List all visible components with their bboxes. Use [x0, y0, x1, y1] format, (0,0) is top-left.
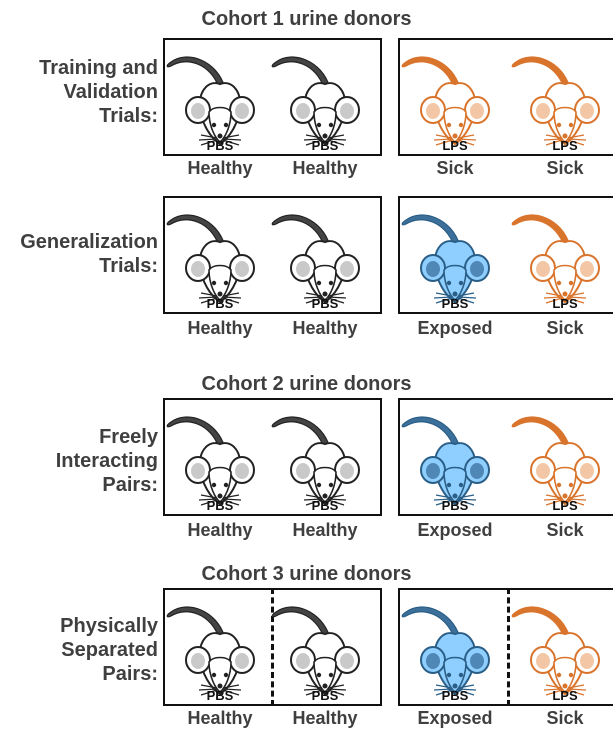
condition-label: Healthy: [292, 158, 358, 178]
mouse-white-icon: [165, 590, 275, 705]
mouse-blue-icon: [400, 400, 510, 515]
treatment-label: LPS: [552, 688, 578, 703]
condition-label: Sick: [546, 158, 584, 178]
mouse-orange-icon: [510, 198, 613, 313]
mouse-white-icon: [165, 40, 275, 155]
condition-label: Exposed: [417, 520, 493, 540]
treatment-label: PBS: [206, 296, 234, 311]
condition-label: Healthy: [292, 708, 358, 728]
condition-label: Healthy: [292, 520, 358, 540]
condition-label: Healthy: [187, 318, 253, 338]
treatment-label: PBS: [206, 688, 234, 703]
mouse-white-icon: [270, 400, 380, 515]
treatment-label: PBS: [311, 138, 339, 153]
treatment-label: PBS: [311, 498, 339, 513]
cohort-1-header: Cohort 1 urine donors: [201, 8, 412, 30]
condition-label: Healthy: [187, 708, 253, 728]
treatment-label: PBS: [311, 688, 339, 703]
separation-divider-right: [507, 588, 510, 706]
mouse-white-icon: [165, 198, 275, 313]
treatment-label: LPS: [552, 296, 578, 311]
condition-label: Exposed: [417, 318, 493, 338]
cohort-2-header: Cohort 2 urine donors: [201, 373, 412, 395]
condition-label: Sick: [546, 318, 584, 338]
mouse-white-icon: [165, 400, 275, 515]
condition-label: Healthy: [187, 158, 253, 178]
treatment-label: PBS: [441, 498, 469, 513]
condition-label: Sick: [546, 520, 584, 540]
condition-label: Exposed: [417, 708, 493, 728]
treatment-label: PBS: [206, 138, 234, 153]
mouse-blue-icon: [400, 590, 510, 705]
treatment-label: PBS: [311, 296, 339, 311]
treatment-label: PBS: [206, 498, 234, 513]
condition-label: Sick: [546, 708, 584, 728]
treatment-label: LPS: [552, 498, 578, 513]
mouse-orange-icon: [510, 40, 613, 155]
treatment-label: PBS: [441, 688, 469, 703]
condition-label: Sick: [436, 158, 474, 178]
mouse-orange-icon: [510, 400, 613, 515]
mouse-orange-icon: [400, 40, 510, 155]
mouse-white-icon: [270, 40, 380, 155]
mouse-orange-icon: [510, 590, 613, 705]
treatment-label: LPS: [442, 138, 468, 153]
treatment-label: LPS: [552, 138, 578, 153]
condition-label: Healthy: [187, 520, 253, 540]
condition-label: Healthy: [292, 318, 358, 338]
treatment-label: PBS: [441, 296, 469, 311]
separation-divider-left: [271, 588, 274, 706]
cohort-3-header: Cohort 3 urine donors: [201, 563, 412, 585]
mouse-blue-icon: [400, 198, 510, 313]
mouse-white-icon: [270, 590, 380, 705]
mouse-white-icon: [270, 198, 380, 313]
